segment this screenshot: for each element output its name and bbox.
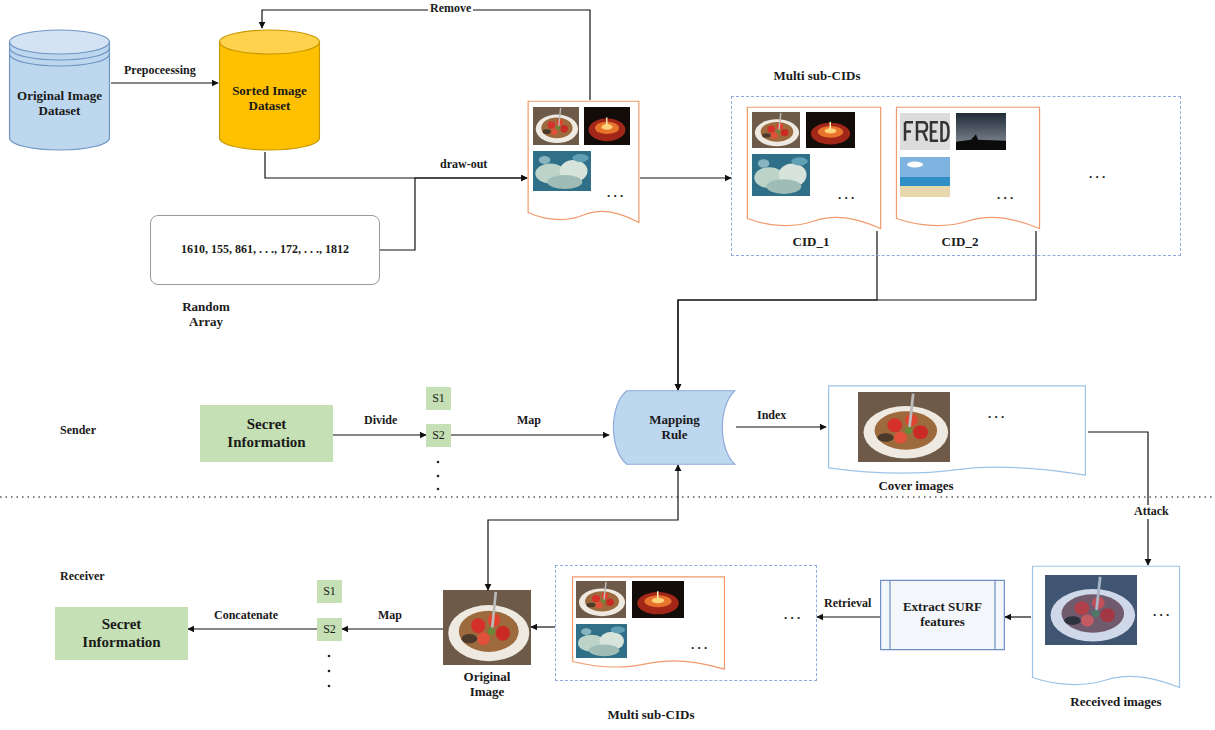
- dataset-cylinder: Original Image Dataset: [8, 28, 111, 152]
- text-area: Original Image Dataset: [8, 28, 111, 152]
- text-area: S1: [317, 580, 342, 603]
- edge-label: Map: [515, 414, 543, 428]
- cid-group: . . .Multi sub-CIDs. . .: [555, 565, 817, 681]
- connector-arrow: [188, 628, 317, 629]
- cid-set: . . .: [571, 576, 726, 671]
- text-area: Mapping Rule: [609, 390, 736, 465]
- node-text: Original Image: [457, 670, 517, 700]
- document-shape: [746, 106, 882, 231]
- connector-arrow: [380, 178, 527, 250]
- node-text: Extract SURF features: [894, 600, 991, 630]
- secret-box: Secret Information: [55, 607, 188, 660]
- node-text: S1: [323, 585, 336, 599]
- cid-set: . . .CID_2: [895, 106, 1041, 231]
- node-text: . . .: [774, 608, 810, 623]
- segment-box: S2: [317, 618, 342, 641]
- node-text: . . .: [1143, 605, 1179, 620]
- text-area: S1: [426, 387, 451, 410]
- node-text: . . .: [597, 186, 633, 201]
- edge-label: Attack: [1132, 505, 1171, 519]
- node-text: S1: [432, 392, 445, 406]
- node-text: S2: [432, 429, 445, 443]
- document-shape: [826, 385, 1088, 477]
- connector-arrow: [640, 177, 731, 178]
- connector-arrow: [1005, 616, 1031, 617]
- node-text: 1610, 155, 861, . . ., 172, . . ., 1812: [181, 243, 349, 257]
- node-text: CID_1: [776, 235, 846, 250]
- connector-arrow: [488, 465, 678, 590]
- cid-set: . . .CID_1: [746, 106, 882, 231]
- document-shape: [1031, 565, 1181, 690]
- node-text: Cover images: [866, 479, 966, 494]
- node-text: Original Image Dataset: [14, 89, 105, 119]
- connector-arrow: [817, 616, 880, 617]
- connector-arrow: [1088, 432, 1148, 565]
- cover-set: . . .Cover images: [826, 385, 1088, 477]
- section-label: Receiver: [58, 570, 107, 584]
- secret-box: Secret Information: [200, 405, 333, 462]
- edge-label: Concatenate: [212, 609, 280, 623]
- node-text: . . .: [1077, 167, 1117, 182]
- node-text: Multi sub-CIDs: [586, 708, 716, 723]
- node-text: Secret Information: [208, 416, 325, 451]
- node-text: CID_2: [925, 235, 995, 250]
- edge-label: Index: [755, 409, 788, 423]
- cid-group: Multi sub-CIDs. . .. . .CID_1. . .CID_2: [731, 96, 1181, 256]
- image-set: . . .: [527, 100, 640, 225]
- node-text: Secret Information: [63, 616, 180, 651]
- connector-arrow: [265, 152, 527, 178]
- document-shape: [571, 576, 726, 671]
- connector-arrow: [342, 628, 443, 629]
- node-text: Random Array: [171, 300, 241, 330]
- node-text: . . .: [828, 188, 864, 203]
- node-text: Multi sub-CIDs: [762, 69, 872, 84]
- text-area: S2: [426, 424, 451, 447]
- edge-label: draw-out: [438, 158, 489, 172]
- edge-label: Retrieval: [822, 597, 873, 611]
- node-text: . . .: [987, 188, 1023, 203]
- text-area: 1610, 155, 861, . . ., 172, . . ., 1812: [151, 216, 379, 284]
- edge-label: Remove: [428, 2, 473, 16]
- node-text: . . .: [976, 407, 1016, 422]
- text-area: Secret Information: [200, 405, 333, 462]
- node-text: Received images: [1056, 695, 1176, 710]
- dataset-cylinder: Sorted Image Dataset: [218, 28, 321, 152]
- node-text: . . .: [681, 638, 717, 653]
- text-area: S2: [317, 618, 342, 641]
- connector-arrow: [531, 626, 555, 627]
- node-text: Sorted Image Dataset: [224, 84, 315, 114]
- text-area: Sorted Image Dataset: [218, 28, 321, 152]
- connector-arrow: [451, 434, 609, 435]
- text-area: Extract SURF features: [880, 580, 1005, 650]
- process-box: Extract SURF features: [880, 580, 1005, 650]
- text-area: Secret Information: [55, 607, 188, 660]
- segment-box: S1: [426, 387, 451, 410]
- node-text: S2: [323, 623, 336, 637]
- edge-label: Prepoceessing: [122, 64, 198, 78]
- connector-arrow: [736, 426, 826, 427]
- segment-box: S2: [426, 424, 451, 447]
- connector-arrow: [678, 231, 877, 390]
- mapping-rule: Mapping Rule: [609, 390, 736, 465]
- document-shape: [527, 100, 640, 225]
- connector-arrow: [333, 434, 426, 435]
- original-image: Original Image: [443, 590, 531, 665]
- section-label: Sender: [58, 424, 98, 438]
- edge-label: Divide: [362, 414, 399, 428]
- document-shape: [895, 106, 1041, 231]
- node-text: Mapping Rule: [639, 413, 710, 443]
- edge-label: Map: [376, 609, 404, 623]
- array-box: 1610, 155, 861, . . ., 172, . . ., 1812R…: [150, 215, 380, 285]
- received-set: . . .Received images: [1031, 565, 1181, 690]
- connector-arrow: [111, 82, 218, 83]
- segment-box: S1: [317, 580, 342, 603]
